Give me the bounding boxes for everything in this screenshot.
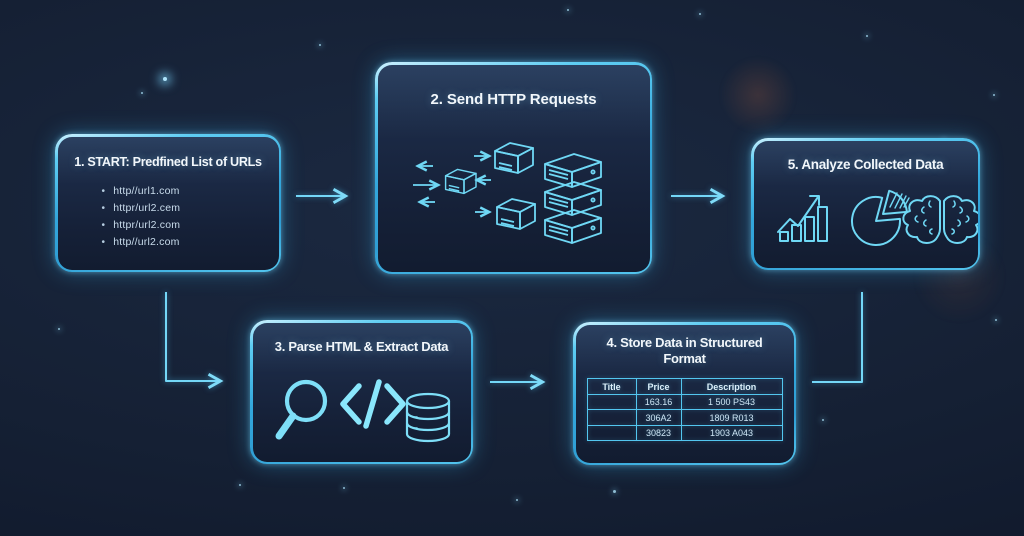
bar-chart-icon bbox=[776, 194, 828, 242]
flow-step-start: 1. START: Predfined List of URLs http//u… bbox=[55, 134, 281, 272]
flow-step-store: 4. Store Data in Structured Format Title… bbox=[573, 322, 796, 465]
particle bbox=[995, 319, 997, 321]
particle bbox=[141, 92, 143, 94]
table-row: 306A2 1809 R013 bbox=[586, 409, 783, 426]
particle bbox=[567, 9, 569, 11]
table-cell: 306A2 bbox=[635, 409, 682, 426]
pie-chart-icon bbox=[850, 189, 910, 246]
step-title: 1. START: Predfined List of URLs bbox=[74, 154, 262, 169]
step-title: 4. Store Data in Structured Format bbox=[606, 334, 763, 367]
particle bbox=[822, 419, 824, 421]
code-tag-icon bbox=[339, 378, 406, 429]
url-item: httpr/url2.com bbox=[102, 217, 279, 234]
table-row: 163.16 1 500 PS43 bbox=[586, 393, 783, 411]
flow-step-send-requests: 2. Send HTTP Requests bbox=[375, 62, 652, 274]
particle bbox=[163, 77, 167, 81]
table-header: Price bbox=[635, 378, 682, 395]
table-row: 30823 1903 A043 bbox=[586, 424, 783, 442]
request-cube-icon bbox=[444, 141, 536, 230]
url-item: http//url1.com bbox=[102, 183, 279, 200]
magnifier-icon bbox=[275, 379, 327, 439]
brain-icon bbox=[901, 194, 978, 244]
analysis-icons bbox=[776, 189, 978, 246]
table-header: Title bbox=[586, 378, 637, 395]
table-cell: 1809 R013 bbox=[680, 409, 783, 426]
particle bbox=[319, 44, 321, 46]
connector-store-to-analyze bbox=[812, 292, 863, 383]
table-cell: 163.16 bbox=[635, 393, 682, 411]
url-list: http//url1.com httpr/url2.cem httpr/url2… bbox=[58, 183, 279, 251]
step-title: 5. Analyze Collected Data bbox=[787, 156, 944, 172]
flow-step-analyze: 5. Analyze Collected Data bbox=[751, 138, 980, 270]
table-cell bbox=[586, 424, 637, 442]
http-request-icons bbox=[412, 141, 602, 244]
flow-step-parse-extract: 3. Parse HTML & Extract Data bbox=[250, 320, 473, 464]
table-cell: 1 500 PS43 bbox=[680, 393, 783, 411]
particle bbox=[613, 490, 616, 493]
table-cell: 30823 bbox=[635, 424, 682, 442]
arrow-start-to-parse bbox=[165, 292, 219, 381]
structured-data-table: Title Price Description 163.16 1 500 PS4… bbox=[586, 378, 783, 442]
transfer-arrows-icon bbox=[412, 156, 491, 212]
particle bbox=[58, 328, 60, 330]
particle bbox=[866, 35, 868, 37]
step-title: 2. Send HTTP Requests bbox=[430, 90, 597, 108]
parse-icons bbox=[275, 378, 450, 442]
database-icon bbox=[405, 392, 450, 442]
server-stack-icon bbox=[543, 152, 602, 244]
table-header: Description bbox=[680, 378, 783, 395]
table-cell bbox=[586, 409, 637, 426]
particle bbox=[343, 487, 345, 489]
particle bbox=[239, 484, 241, 486]
table-cell: 1903 A043 bbox=[680, 424, 783, 442]
particle bbox=[993, 94, 995, 96]
url-item: httpr/url2.cem bbox=[102, 200, 279, 217]
particle bbox=[516, 499, 518, 501]
table-cell bbox=[586, 393, 637, 411]
url-item: http//url2.com bbox=[102, 234, 279, 251]
particle bbox=[699, 13, 701, 15]
step-title: 3. Parse HTML & Extract Data bbox=[274, 338, 449, 354]
